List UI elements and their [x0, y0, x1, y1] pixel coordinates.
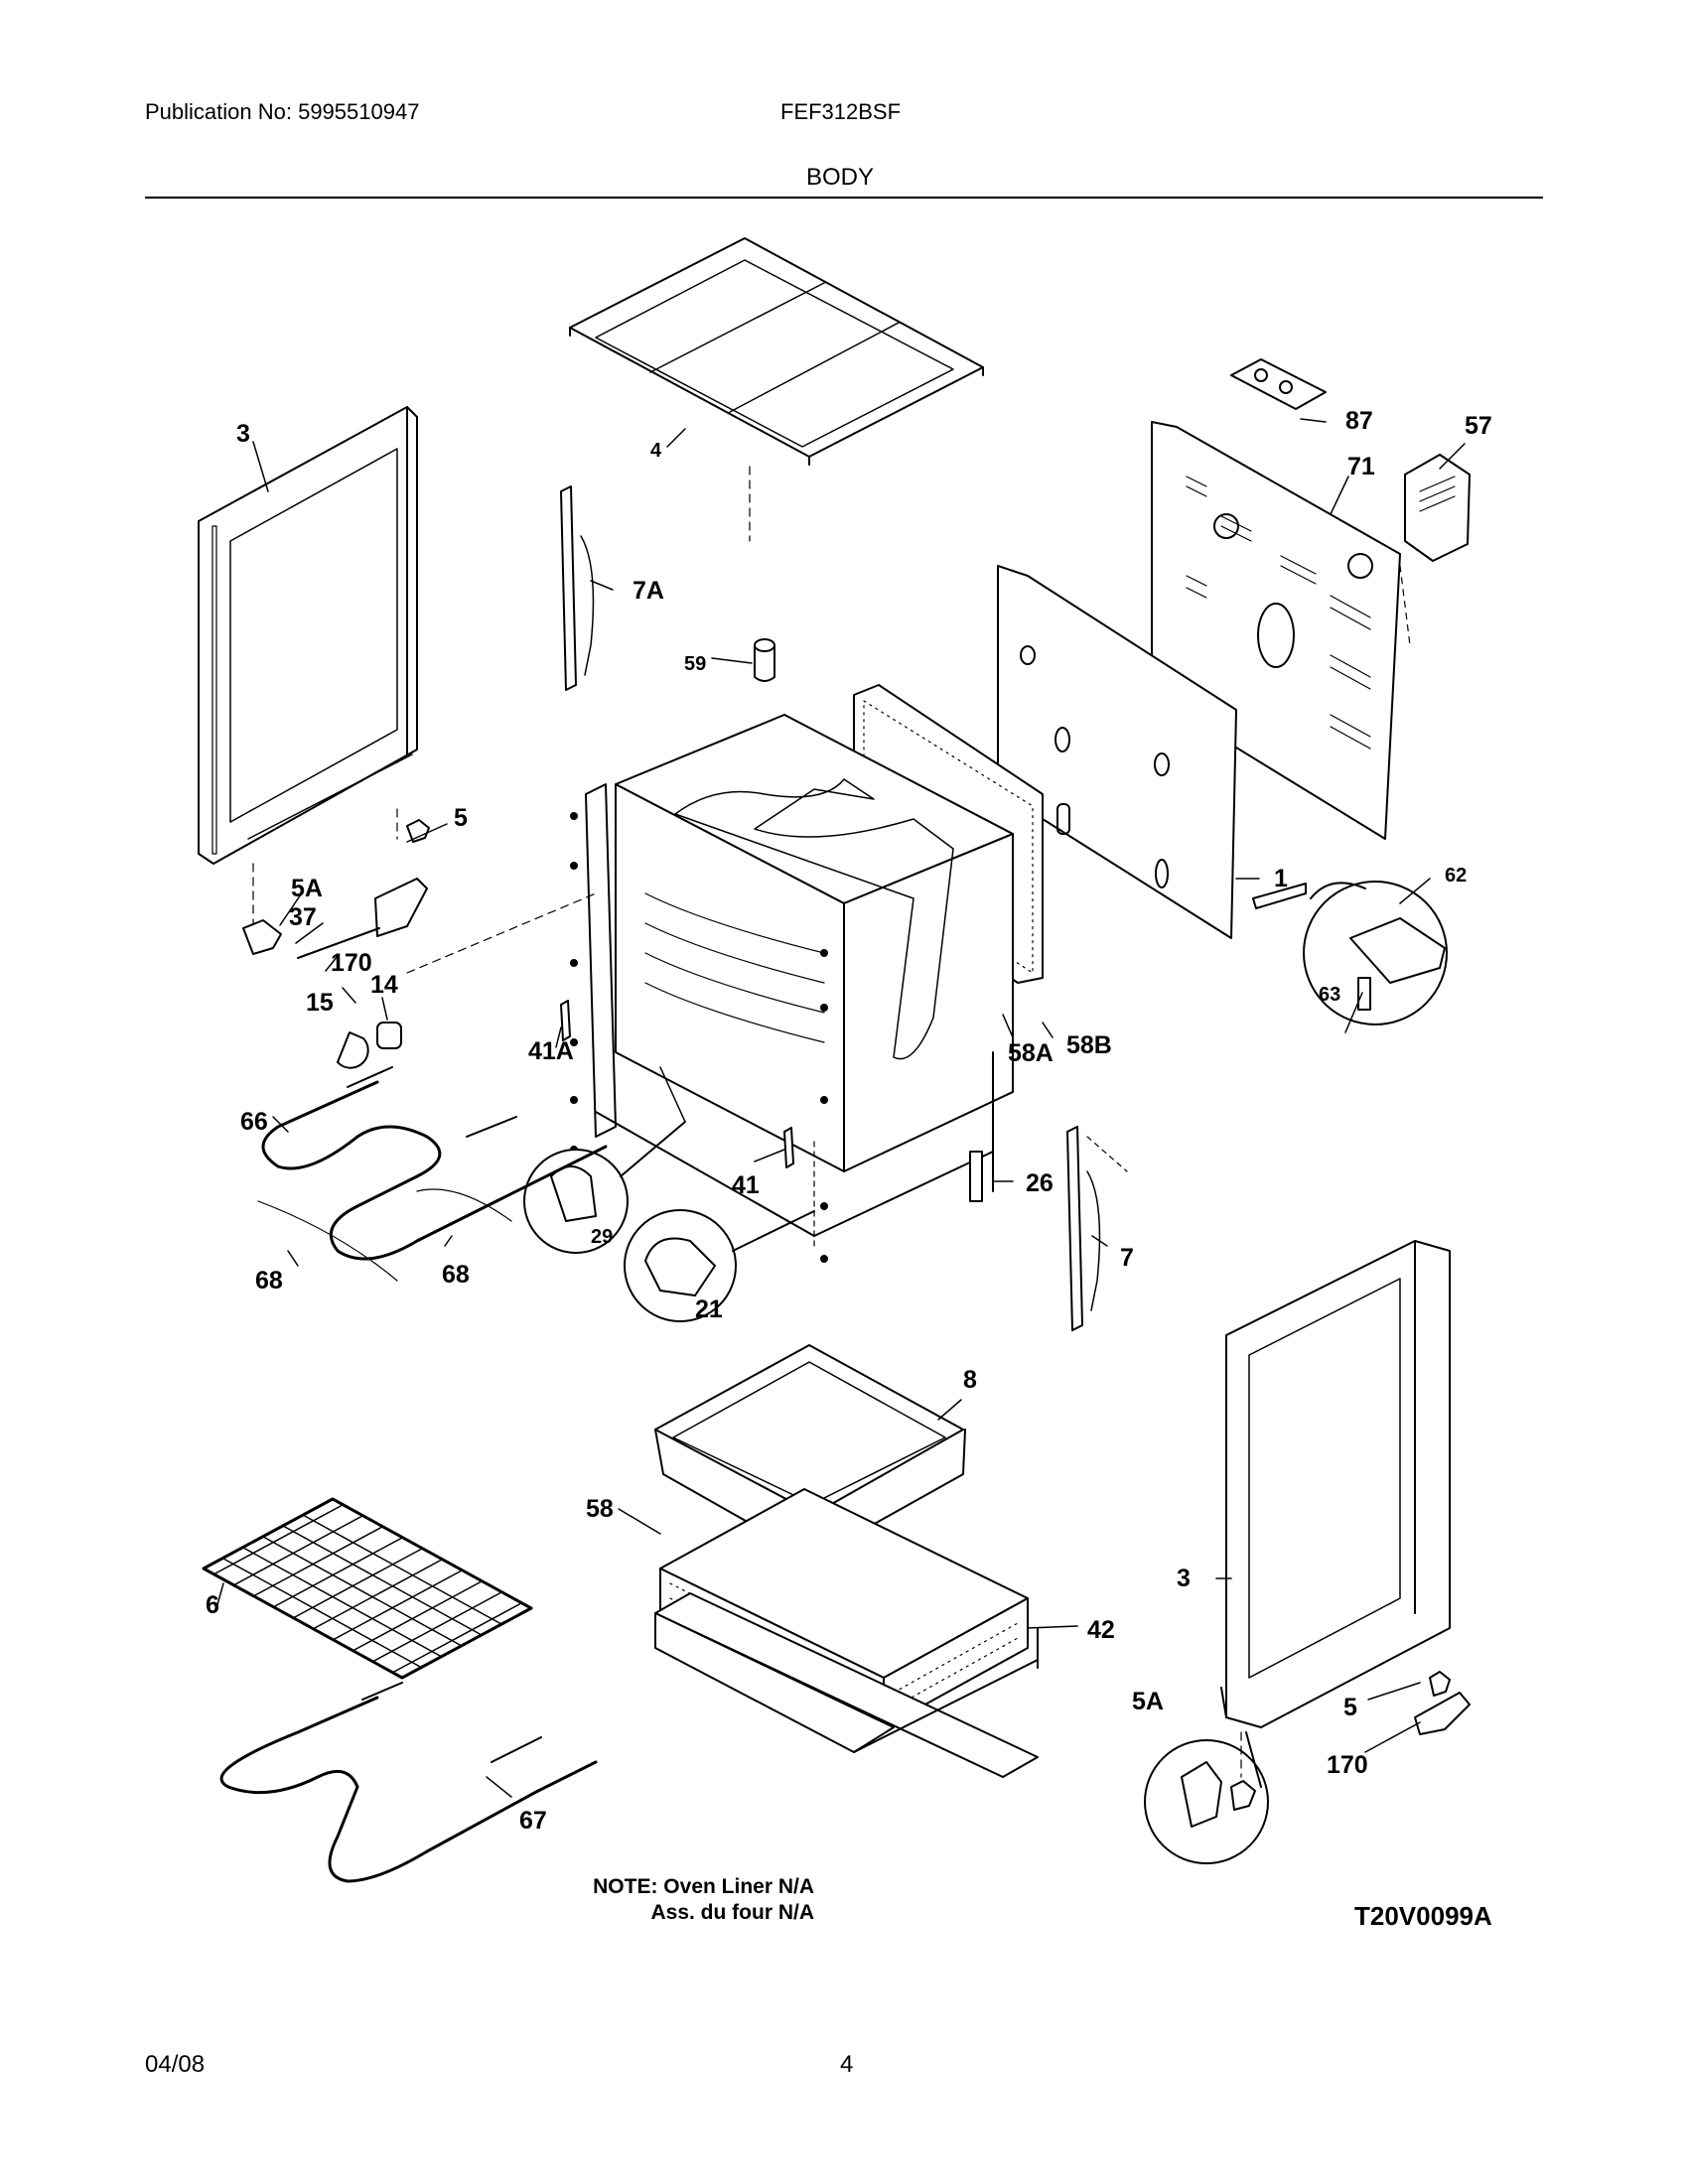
part-label-68-left: 68: [255, 1267, 283, 1295]
header-rule: [145, 197, 1543, 199]
right-side-panel-part: [1220, 1240, 1451, 1778]
broil-element-part: [257, 1066, 608, 1282]
part-label-59: 59: [684, 653, 706, 675]
left-leg-parts: [242, 819, 430, 1069]
part-label-8: 8: [963, 1366, 977, 1394]
brackets-parts: [560, 1000, 1128, 1331]
part-label-170-left: 170: [331, 949, 372, 977]
part-label-7: 7: [1120, 1244, 1134, 1272]
model-number: FEF312BSF: [780, 99, 902, 124]
top-panel-part: [569, 237, 984, 542]
part-label-26: 26: [1026, 1169, 1054, 1197]
part-label-62: 62: [1445, 865, 1467, 887]
gasket-part: [1230, 358, 1327, 410]
oven-liner-note: NOTE: Oven Liner N/A Ass. du four N/A: [556, 1874, 814, 1926]
part-label-68-right: 68: [442, 1261, 470, 1289]
page-number: 4: [840, 2051, 854, 2078]
part-label-29: 29: [591, 1226, 613, 1248]
part-label-71: 71: [1347, 453, 1375, 480]
part-label-7A: 7A: [633, 577, 664, 605]
publication-number: Publication No: 5995510947: [145, 99, 420, 124]
part-label-3-right: 3: [1177, 1565, 1191, 1592]
bake-element-part: [219, 1682, 598, 1883]
rack-support-upper: [560, 485, 595, 691]
spacer-part: [754, 638, 775, 682]
part-label-42: 42: [1087, 1616, 1115, 1644]
part-label-5-left: 5: [454, 804, 468, 832]
part-label-37: 37: [289, 903, 317, 931]
note-line-2: Ass. du four N/A: [650, 1901, 814, 1924]
part-labels: 3 4 7A 59 87 57 71 1 62 63 5 5A 37 170 1…: [206, 407, 1492, 1835]
part-label-5-right: 5: [1343, 1694, 1357, 1721]
oven-rack-part: [202, 1497, 533, 1680]
part-label-6: 6: [206, 1591, 219, 1619]
part-label-15: 15: [306, 989, 334, 1017]
part-label-58A: 58A: [1008, 1039, 1054, 1067]
part-label-170-right: 170: [1327, 1751, 1368, 1779]
part-label-58: 58: [586, 1495, 614, 1523]
part-label-87: 87: [1345, 407, 1373, 435]
diagram-code: T20V0099A: [1354, 1901, 1492, 1931]
front-frame-part: [406, 783, 994, 1263]
note-line-1: NOTE: Oven Liner N/A: [593, 1875, 814, 1898]
part-label-63: 63: [1319, 984, 1340, 1006]
part-label-57: 57: [1465, 412, 1492, 440]
part-label-67: 67: [519, 1807, 547, 1835]
part-label-5A-right: 5A: [1132, 1688, 1164, 1715]
section-title: BODY: [806, 164, 875, 191]
part-label-41: 41: [732, 1171, 760, 1199]
leader-lines: [215, 418, 1466, 1798]
part-label-21: 21: [695, 1296, 723, 1323]
part-label-66: 66: [240, 1108, 268, 1136]
part-label-4: 4: [650, 440, 662, 462]
vent-cover-part: [1404, 454, 1471, 562]
bottom-panel-part: [654, 1592, 1039, 1778]
footer-date: 04/08: [145, 2051, 206, 2078]
oven-cavity-part: [605, 714, 1014, 1172]
part-label-3-left: 3: [236, 420, 250, 448]
right-leg-parts: [1230, 1671, 1471, 1811]
left-side-panel-part: [198, 406, 418, 929]
part-label-58B: 58B: [1066, 1031, 1112, 1059]
part-label-1: 1: [1274, 865, 1288, 892]
part-label-5A-left: 5A: [291, 875, 323, 902]
part-label-41A: 41A: [528, 1037, 574, 1065]
part-label-14: 14: [370, 971, 398, 999]
